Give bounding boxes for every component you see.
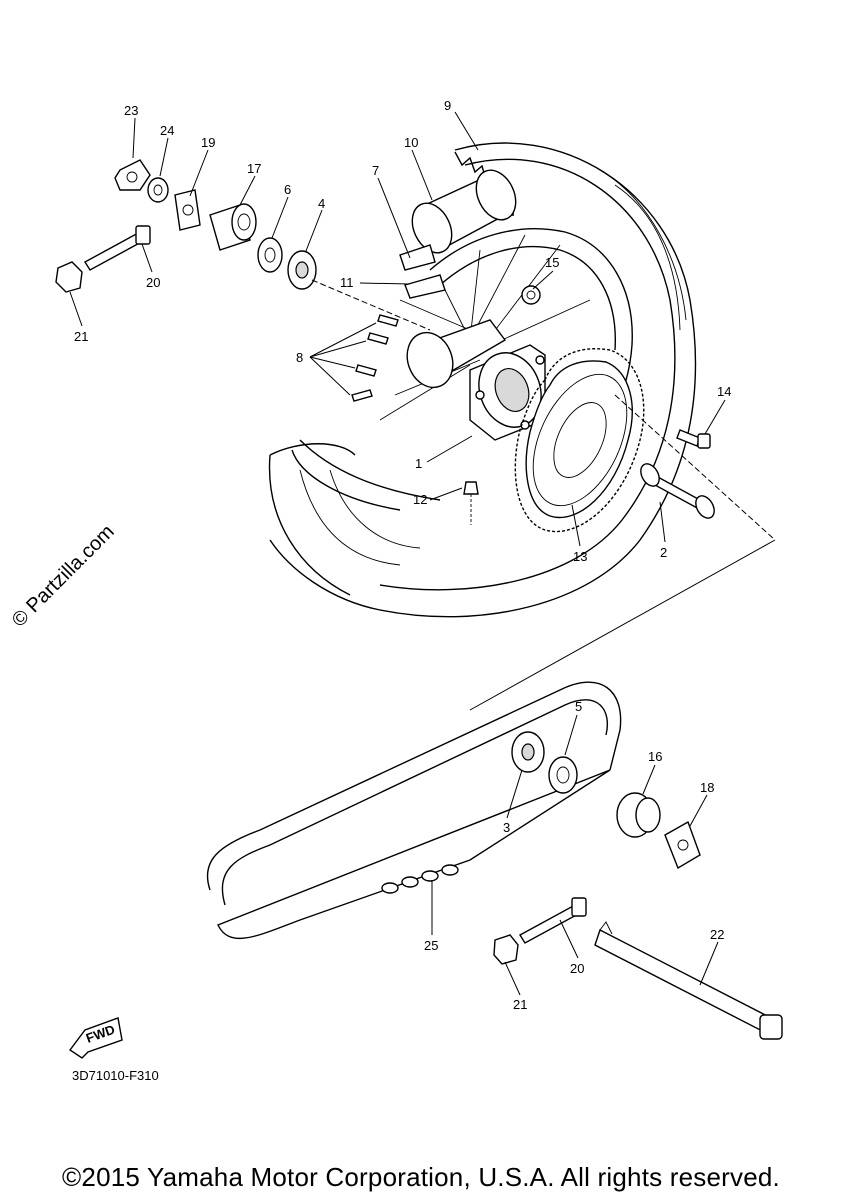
callout-6: 6 <box>284 182 291 197</box>
diagram-code: 3D71010-F310 <box>72 1068 159 1083</box>
nut-15 <box>521 285 541 305</box>
callout-5: 5 <box>575 699 582 714</box>
callouts: 23 24 19 17 6 4 20 21 9 10 7 11 8 15 14 … <box>74 98 731 1012</box>
copyright-notice: ©2015 Yamaha Motor Corporation, U.S.A. A… <box>62 1162 780 1192</box>
callout-22: 22 <box>710 927 724 942</box>
callout-19: 19 <box>201 135 215 150</box>
callout-21-top: 21 <box>74 329 88 344</box>
callout-12: 12 <box>413 492 427 507</box>
bolts-8 <box>351 314 399 402</box>
hub <box>406 319 546 441</box>
right-side-parts <box>493 731 783 1040</box>
leader-lines <box>69 111 726 996</box>
callout-2: 2 <box>660 545 667 560</box>
bolt-14 <box>676 429 711 449</box>
brake-drum <box>399 169 517 299</box>
callout-8: 8 <box>296 350 303 365</box>
callout-9: 9 <box>444 98 451 113</box>
callout-1: 1 <box>415 456 422 471</box>
valve-12 <box>463 481 479 525</box>
callout-20-top: 20 <box>146 275 160 290</box>
callout-4: 4 <box>318 196 325 211</box>
callout-25: 25 <box>424 938 438 953</box>
drive-chain <box>206 681 622 940</box>
callout-16: 16 <box>648 749 662 764</box>
callout-20-bottom: 20 <box>570 961 584 976</box>
callout-7: 7 <box>372 163 379 178</box>
sprocket <box>514 348 645 533</box>
callout-3: 3 <box>503 820 510 835</box>
left-side-parts <box>55 159 317 293</box>
collar-2 <box>640 463 715 519</box>
callout-13: 13 <box>573 549 587 564</box>
fwd-arrow-icon: FWD <box>68 1017 123 1059</box>
callout-24: 24 <box>160 123 174 138</box>
callout-23: 23 <box>124 103 138 118</box>
callout-15: 15 <box>545 255 559 270</box>
callout-11: 11 <box>340 275 354 290</box>
callout-14: 14 <box>717 384 731 399</box>
callout-10: 10 <box>404 135 418 150</box>
axle-centerline <box>311 279 776 711</box>
callout-17: 17 <box>247 161 261 176</box>
callout-18: 18 <box>700 780 714 795</box>
callout-21-bottom: 21 <box>513 997 527 1012</box>
